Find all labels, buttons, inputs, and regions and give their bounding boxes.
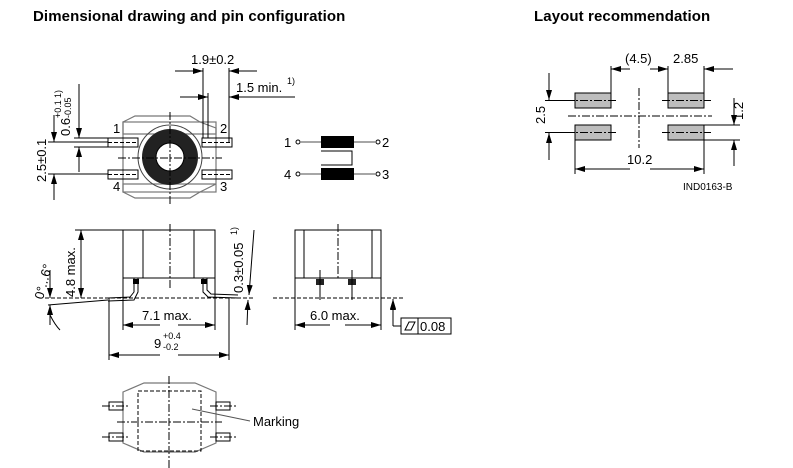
core-coupling-icon <box>321 150 353 166</box>
dim-lead-thickness: 0.3±0.05 <box>231 242 246 293</box>
bottom-view: Marking <box>102 376 299 468</box>
layout-dim-pitch: 2.5 <box>533 106 548 124</box>
bottom-body-outline <box>122 382 217 453</box>
terminal-4-icon <box>295 171 301 177</box>
terminal-2-icon <box>375 139 381 145</box>
terminal-1-icon <box>295 139 301 145</box>
dim-body-length: 7.1 max. <box>142 308 192 323</box>
dim-lead-width-note: 1) <box>53 90 63 98</box>
pin-label-4: 4 <box>113 179 120 194</box>
side-body <box>122 229 216 279</box>
flatness-value: 0.08 <box>420 319 445 334</box>
section-title-dimensional-drawing: Dimensional drawing and pin configuratio… <box>33 8 346 25</box>
layout-dim-gap: (4.5) <box>625 51 652 66</box>
dim-lead-width-tol-minus: -0.05 <box>63 97 73 118</box>
dim-lead-thickness-note: 1) <box>229 227 239 235</box>
layout-dim-pad-width: 1.2 <box>731 102 746 120</box>
dim-lead-width: 0.6 <box>58 118 73 136</box>
dim-lead-min-note: 1) <box>287 76 295 86</box>
marking-label: Marking <box>253 414 299 429</box>
dim-lead-span: 1.9±0.2 <box>191 52 234 67</box>
dim-lead-angle: 0°...6° <box>31 262 55 300</box>
schematic-pin-4: 4 <box>284 167 291 182</box>
dim-overall-length: 9 <box>154 336 161 351</box>
dim-overall-length-tol-plus: +0.4 <box>163 331 181 341</box>
side-lead-left <box>107 278 135 299</box>
pin-label-1: 1 <box>113 121 120 136</box>
terminal-3-icon <box>375 171 381 177</box>
winding-1-icon <box>321 136 354 148</box>
dim-lead-min: 1.5 min. <box>236 80 282 95</box>
schematic-pin-2: 2 <box>382 135 389 150</box>
flatness-icon <box>404 321 416 331</box>
dim-body-width: 6.0 max. <box>310 308 360 323</box>
marking-leader <box>191 408 251 422</box>
pin-label-3: 3 <box>220 179 227 194</box>
dim-overall-length-tol-minus: -0.2 <box>163 342 179 352</box>
dim-pitch: 2.5±0.1 <box>34 139 49 182</box>
top-view: 1 2 3 4 1.9±0.2 1.5 min. 1) 0.6 +0.1 -0.… <box>34 52 295 204</box>
schematic-pin-3: 3 <box>382 167 389 182</box>
dim-height: 4.8 max. <box>63 247 78 297</box>
pin-schematic: 1 2 4 3 <box>284 135 389 182</box>
pin-label-2: 2 <box>220 121 227 136</box>
layout-recommendation: (4.5) 2.85 2.5 1.2 10.2 IND0163-B <box>533 51 746 193</box>
dim-lead-width-tol-plus: +0.1 <box>53 100 63 118</box>
schematic-pin-1: 1 <box>284 135 291 150</box>
flatness-frame <box>400 317 452 335</box>
winding-2-icon <box>321 168 354 180</box>
end-view: 6.0 max. 0.08 <box>273 224 452 335</box>
layout-dim-total: 10.2 <box>627 152 652 167</box>
side-view: 4.8 max. 0°...6° 0.3±0.05 1) 7.1 max. 9 … <box>31 224 255 360</box>
drawing-id: IND0163-B <box>683 182 733 193</box>
section-title-layout-recommendation: Layout recommendation <box>534 8 711 25</box>
layout-dim-pad-length: 2.85 <box>673 51 698 66</box>
